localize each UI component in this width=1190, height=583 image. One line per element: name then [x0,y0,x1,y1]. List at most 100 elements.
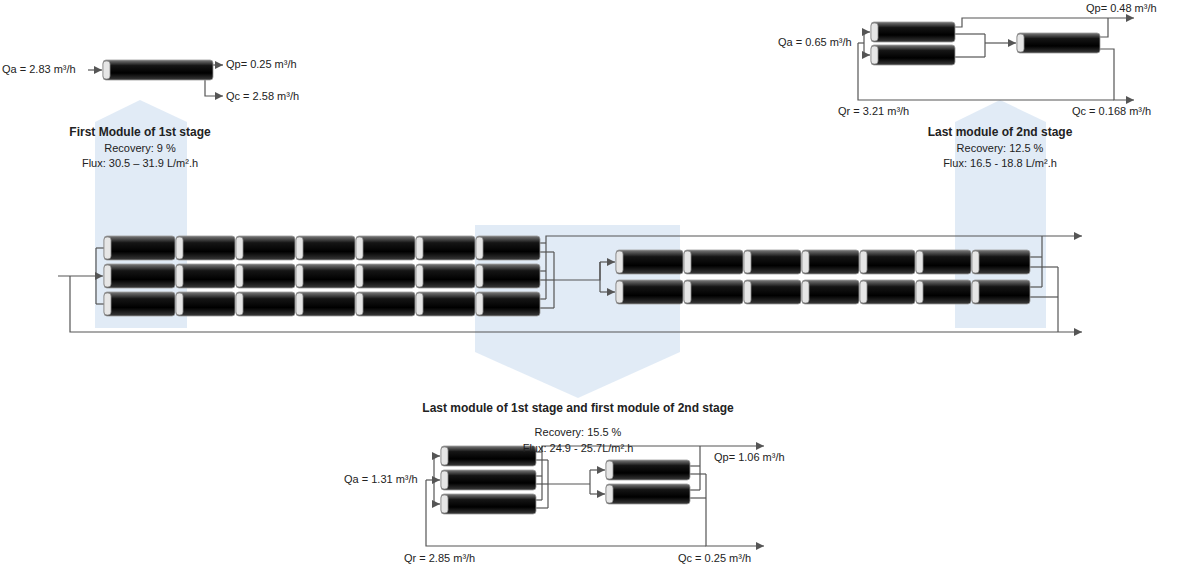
flow-line [540,251,554,252]
membrane-module [871,22,955,42]
flow-arrow [590,493,605,494]
flow-line [858,42,864,43]
flow-label: Qa = 2.83 m³/h [2,63,76,76]
flow-line [589,470,590,494]
callout-heading: Last module of 2nd stage [928,126,1073,140]
membrane-module [176,292,235,316]
flow-label: Qr = 2.85 m³/h [404,552,475,565]
membrane-module [104,264,175,288]
flow-line [690,473,706,474]
flow-line [540,242,546,243]
membrane-module [356,292,415,316]
flow-arrow [864,54,870,55]
callout-heading: First Module of 1st stage [69,126,210,140]
flow-arrow [955,18,1134,27]
flow-label: Qa = 0.65 m³/h [778,36,852,49]
membrane-module [744,280,801,304]
membrane-module [176,236,235,260]
membrane-module [416,264,475,288]
flow-arrow [1100,49,1134,100]
flow-line [1030,256,1042,257]
membrane-module [416,236,475,260]
membrane-module [296,264,355,288]
membrane-module [441,494,536,514]
membrane-module [416,292,475,316]
flow-label: Flux: 24.9 - 25.7L/m².h [523,442,634,455]
flow-label: Qc = 0.168 m³/h [1072,105,1151,118]
flow-label: Qa = 1.31 m³/h [344,473,418,486]
membrane-module [871,45,955,65]
membrane-module [916,250,971,274]
flow-line [984,34,985,57]
membrane-module [616,250,683,274]
membrane-module [476,292,540,316]
flow-arrow [434,455,440,456]
membrane-module [476,264,540,288]
membrane-module [684,250,743,274]
membrane-module [972,280,1030,304]
flow-line [540,270,546,271]
flow-label: Flux: 16.5 - 18.8 L/m².h [943,157,1057,170]
membrane-module [356,236,415,260]
flow-arrow [864,31,870,32]
flow-label: Flux: 30.5 – 31.9 L/m².h [82,157,198,170]
flow-line [96,303,104,304]
flow-line [599,262,600,292]
flow-line [955,33,985,34]
membrane-module [684,280,743,304]
flow-arrow [434,479,440,480]
membrane-module [860,280,915,304]
flow-label: Qc = 0.25 m³/h [678,552,751,565]
flow-line [548,483,590,484]
flow-line [96,247,104,248]
flow-line [536,499,542,500]
flow-arrow [213,64,223,65]
flow-arrow [600,291,615,292]
membrane-module [236,236,295,260]
flow-arrow [600,261,615,262]
flow-arrow [590,469,605,470]
membrane-module [1017,33,1100,53]
membrane-module [744,250,801,274]
membrane-module [802,250,859,274]
flow-line [955,56,985,57]
membrane-module [296,292,355,316]
flow-label: Qp= 1.06 m³/h [714,451,785,464]
membrane-module [236,292,295,316]
flow-line [540,307,554,308]
flow-line [690,465,700,466]
flow-arrow [205,80,223,96]
membrane-module [441,470,536,490]
callout-heading: Last module of 1st stage and first modul… [422,402,733,416]
membrane-module [441,446,536,466]
flow-line [1030,286,1042,287]
membrane-module [476,236,540,260]
flow-label: Recovery: 15.5 % [535,426,622,439]
flow-line [540,279,554,280]
membrane-module [606,484,690,504]
flow-line [699,446,700,490]
flow-line [1030,266,1058,267]
flow-line [690,497,706,498]
flow-line [690,489,700,490]
membrane-module [916,280,971,304]
flow-line [1057,267,1058,332]
flow-label: Qc = 2.58 m³/h [226,90,299,103]
flow-label: Qp= 0.48 m³/h [1086,2,1157,15]
membrane-module [616,280,683,304]
flow-arrow [706,474,764,546]
flow-arrow [985,42,1016,43]
membrane-module [236,264,295,288]
membrane-module [802,280,859,304]
flow-line [863,32,864,55]
flow-line [1041,236,1042,287]
membrane-module [356,264,415,288]
flow-arrow [88,69,102,70]
membrane-module [103,60,213,80]
flow-line [95,248,96,304]
flow-label: Recovery: 9 % [104,142,176,155]
membrane-module [104,236,175,260]
flow-line [426,479,434,480]
